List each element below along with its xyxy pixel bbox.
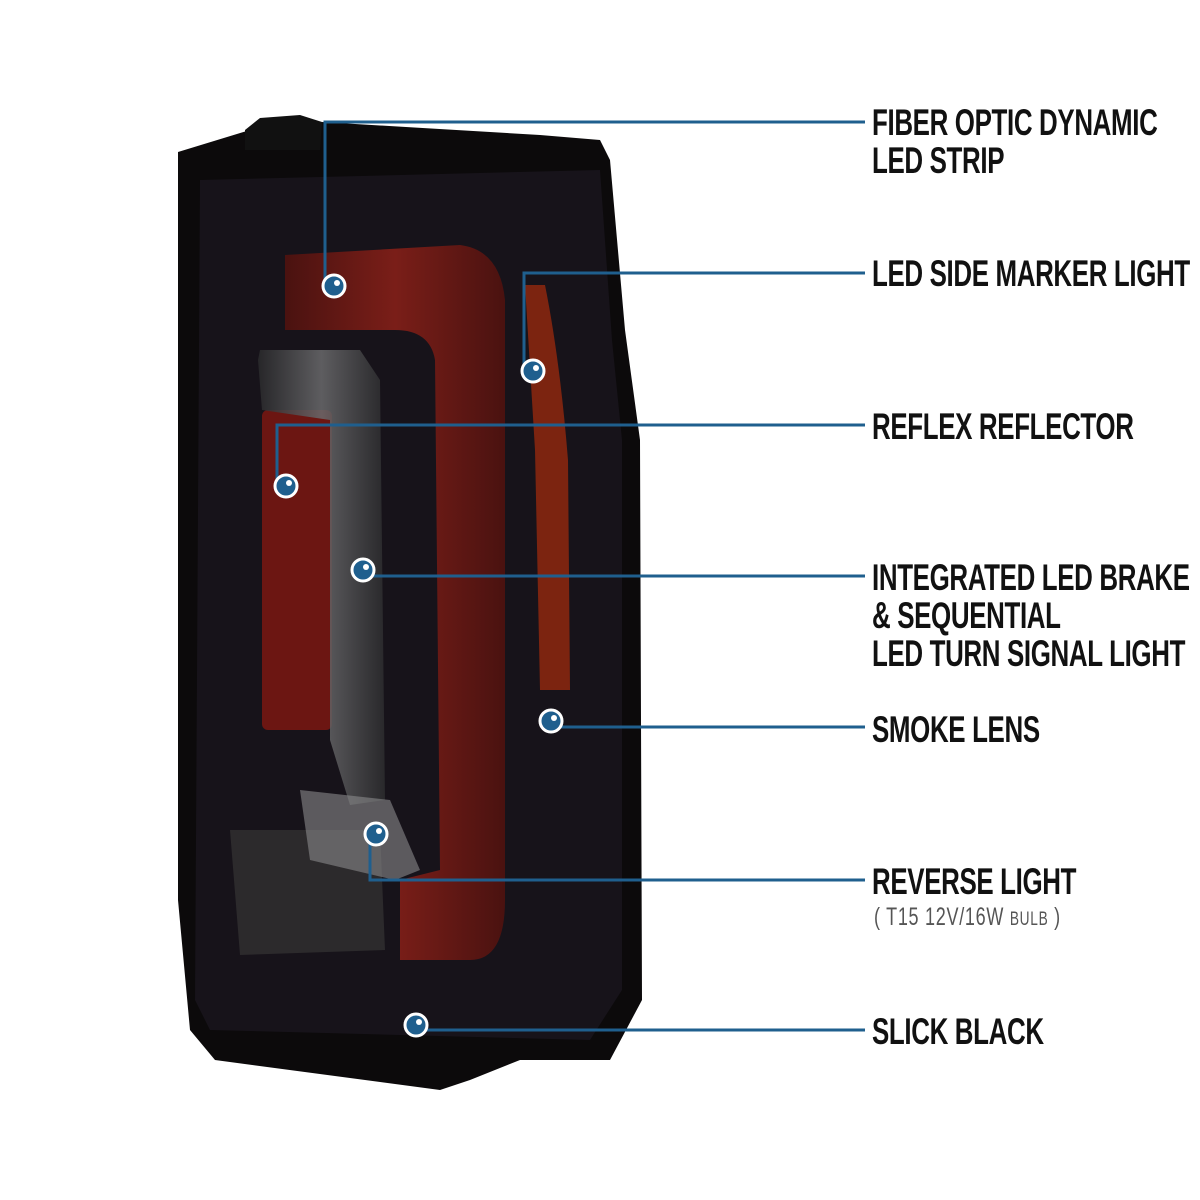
callout-line-reverse [368,834,865,882]
callout-line-side-marker [522,271,865,371]
callout-dot-icon [363,821,389,847]
callout-line-reflex [275,423,865,486]
label-line: REVERSE LIGHT [872,861,1077,902]
callout-dots [273,273,564,1038]
label-line: INTEGRATED LED BRAKE [872,557,1190,598]
callout-dot-icon [538,708,564,734]
bulb-spec: T15 12V/16W [886,903,1005,931]
label-line: LED SIDE MARKER LIGHT [872,253,1190,294]
callout-dot-icon [403,1012,429,1038]
label-slick-black: SLICK BLACK [872,1013,1044,1051]
label-line: SLICK BLACK [872,1011,1044,1052]
label-line: REFLEX REFLECTOR [872,406,1134,447]
callout-dot-icon [350,557,376,583]
label-brake-turn: INTEGRATED LED BRAKE & SEQUENTIAL LED TU… [872,559,1190,673]
label-line: & SEQUENTIAL [872,595,1061,636]
reverse-light-bulb-spec: ( T15 12V/16W BULB ) [874,903,1061,932]
label-line: SMOKE LENS [872,709,1040,750]
callout-dot-icon [520,358,546,384]
bulb-unit: BULB [1009,909,1049,930]
reflex-reflector [262,410,332,730]
label-line: FIBER OPTIC DYNAMIC [872,102,1158,143]
label-side-marker: LED SIDE MARKER LIGHT [872,255,1190,293]
label-reverse-light: REVERSE LIGHT [872,863,1076,901]
callout-lines [275,120,865,1032]
side-marker-light [525,285,570,690]
label-reflex-reflector: REFLEX REFLECTOR [872,408,1134,446]
label-line: LED TURN SIGNAL LIGHT [872,633,1186,674]
paren-open: ( [874,903,881,931]
callout-dot-icon [273,473,299,499]
paren-close: ) [1054,903,1061,931]
callout-dot-icon [321,273,347,299]
label-smoke-lens: SMOKE LENS [872,711,1040,749]
smoke-lens-inner [258,350,385,805]
label-line: LED STRIP [872,140,1005,181]
callout-line-fiber-optic [323,120,865,286]
label-fiber-optic: FIBER OPTIC DYNAMIC LED STRIP [872,102,1158,181]
